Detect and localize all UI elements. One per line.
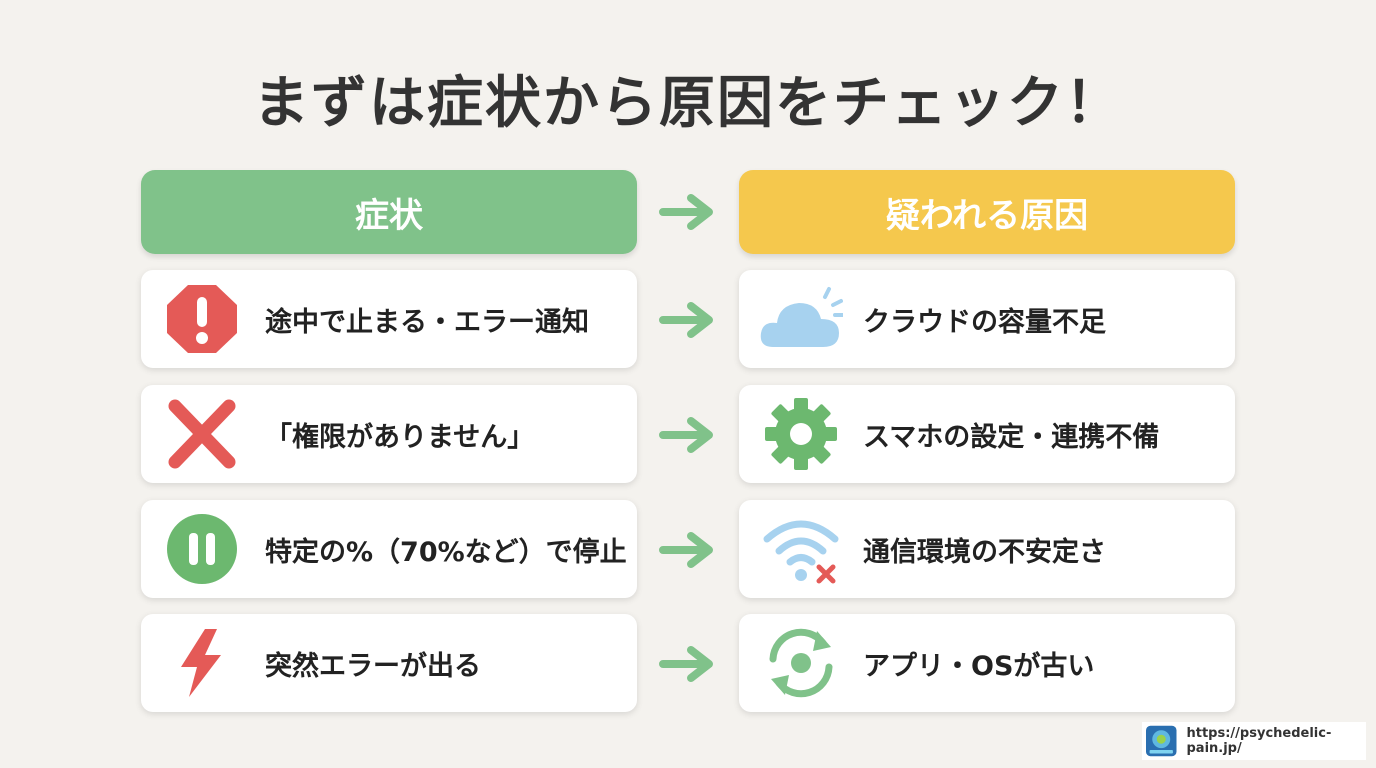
arrow-right-icon <box>659 417 713 453</box>
cause-label: 通信環境の不安定さ <box>863 536 1106 568</box>
cause-header: 疑われる原因 <box>739 170 1235 254</box>
octagon-exclamation-icon <box>167 285 237 353</box>
cause-label: スマホの設定・連携不備 <box>863 421 1160 453</box>
pause-icon <box>167 514 237 584</box>
symptom-card: 特定の%（70%など）で停止 <box>141 500 637 598</box>
cause-label: クラウドの容量不足 <box>863 306 1106 338</box>
footer-credit: https://psychedelic-pain.jp/ <box>1142 722 1366 760</box>
symptom-label: 途中で止まる・エラー通知 <box>265 306 589 338</box>
symptom-label: 突然エラーが出る <box>265 650 481 682</box>
symptom-label: 「権限がありません」 <box>265 421 535 453</box>
arrow-right-icon <box>659 532 713 568</box>
symptom-card: 突然エラーが出る <box>141 614 637 712</box>
lightning-icon <box>181 629 221 697</box>
refresh-icon <box>769 628 833 698</box>
cause-card: 通信環境の不安定さ <box>739 500 1235 598</box>
x-mark-icon <box>168 399 236 469</box>
arrow-right-icon <box>659 646 713 682</box>
cloud-icon <box>760 287 843 347</box>
arrow-right-icon <box>659 302 713 338</box>
site-url-link[interactable]: https://psychedelic-pain.jp/ <box>1186 726 1332 756</box>
cause-label: アプリ・OSが古い <box>863 650 1095 682</box>
gear-icon <box>765 398 837 470</box>
cause-card: スマホの設定・連携不備 <box>739 385 1235 483</box>
cause-card: クラウドの容量不足 <box>739 270 1235 368</box>
symptom-card: 「権限がありません」 <box>141 385 637 483</box>
symptom-label: 特定の%（70%など）で停止 <box>265 536 627 568</box>
symptom-header: 症状 <box>141 170 637 254</box>
symptom-card: 途中で止まる・エラー通知 <box>141 270 637 368</box>
site-logo-icon <box>1146 725 1177 757</box>
arrow-right-icon <box>659 194 713 230</box>
cause-card: アプリ・OSが古い <box>739 614 1235 712</box>
page-title: まずは症状から原因をチェック！ <box>253 71 1123 136</box>
wifi-off-icon <box>763 520 839 584</box>
